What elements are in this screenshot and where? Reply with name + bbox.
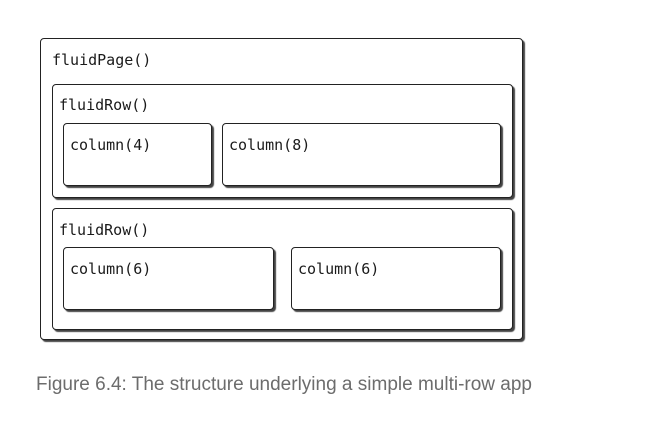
fluid-page-label: fluidPage() [52, 51, 152, 69]
fluid-row-label-1: fluidRow() [59, 96, 150, 114]
column-box-6-right: column(6) [291, 247, 501, 310]
column-label-6-left: column(6) [70, 260, 152, 278]
fluid-row-box-1: fluidRow() column(4) column(8) [52, 84, 513, 198]
fluid-row-label-2: fluidRow() [59, 221, 150, 239]
column-box-8: column(8) [222, 123, 501, 186]
column-label-4: column(4) [70, 136, 152, 154]
column-label-6-right: column(6) [298, 260, 380, 278]
fluid-row-box-2: fluidRow() column(6) column(6) [52, 208, 513, 330]
figure-caption: Figure 6.4: The structure underlying a s… [36, 374, 532, 395]
fluid-page-box: fluidPage() fluidRow() column(4) column(… [40, 38, 523, 340]
column-box-4: column(4) [63, 123, 212, 186]
column-box-6-left: column(6) [63, 247, 274, 310]
column-label-8: column(8) [229, 136, 311, 154]
